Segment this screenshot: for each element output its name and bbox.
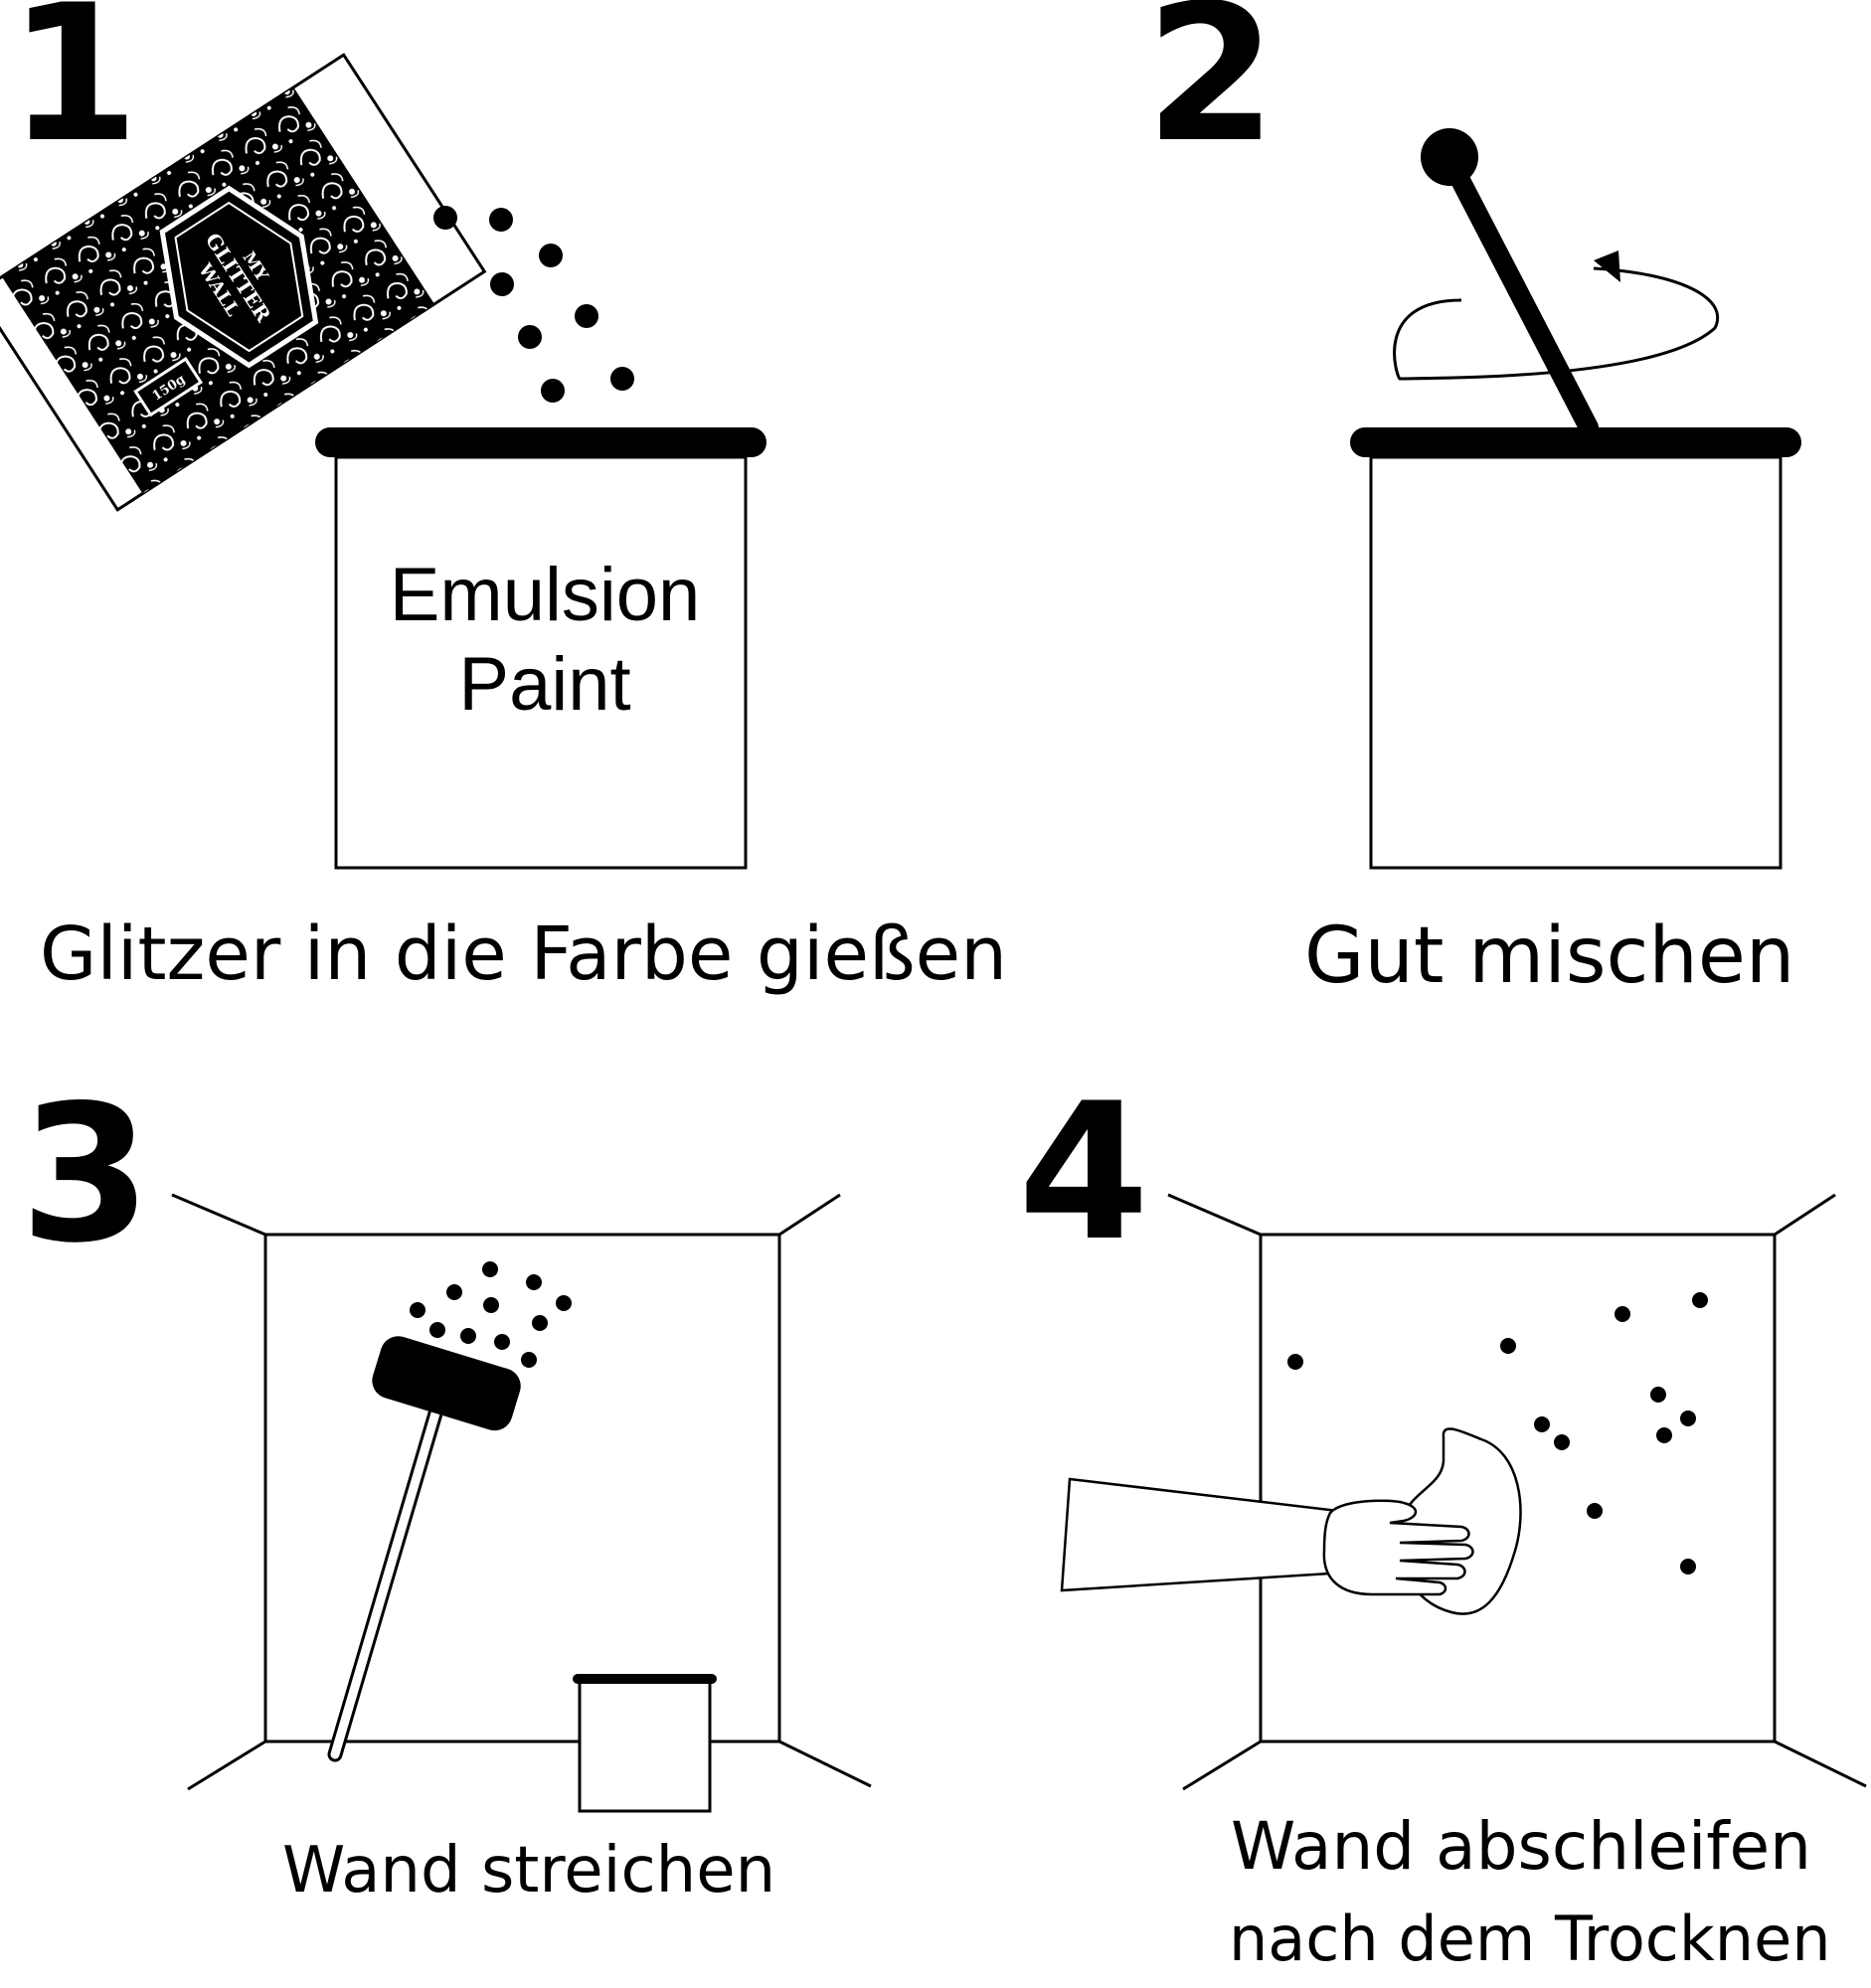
roller-glitter <box>410 1261 572 1368</box>
step-caption-2: Gut mischen <box>1304 911 1794 1001</box>
step-1: 1 MY GLITTER WALL 150g <box>0 0 1007 997</box>
brand-hexagon <box>159 185 319 369</box>
mixing-can-lid <box>1350 427 1801 457</box>
step-4: 4 Wand abs <box>1018 1063 1867 1975</box>
step-caption-3: Wand streichen <box>282 1834 775 1907</box>
sanding-hand <box>1060 1477 1474 1596</box>
glitter-packet: MY GLITTER WALL 150g <box>0 53 487 512</box>
paint-can-label-line1: Emulsion <box>390 553 701 637</box>
step-number-2: 2 <box>1145 0 1276 184</box>
room-3 <box>171 1193 872 1791</box>
step-caption-4-line1: Wand abschleifen <box>1231 1808 1811 1885</box>
falling-glitter <box>433 206 634 403</box>
wall-glitter <box>1287 1292 1708 1574</box>
paint-can-lid <box>315 427 766 457</box>
arrow-head-icon <box>1594 250 1620 282</box>
mixing-can <box>1350 427 1801 870</box>
step-caption-4-line2: nach dem Trocknen <box>1229 1903 1831 1975</box>
paint-can: Emulsion Paint <box>315 427 766 870</box>
small-bucket <box>573 1674 717 1813</box>
mixing-stick <box>1421 128 1599 437</box>
step-number-3: 3 <box>20 1065 151 1284</box>
paint-can-label-line2: Paint <box>458 642 630 727</box>
step-number-1: 1 <box>8 0 139 184</box>
step-caption-1: Glitzer in die Farbe gießen <box>40 911 1007 997</box>
paint-roller <box>327 1336 521 1762</box>
step-2: 2 Gut mischen <box>1145 0 1801 1001</box>
weight-badge <box>133 357 204 417</box>
step-number-4: 4 <box>1018 1063 1149 1282</box>
step-3: 3 <box>20 1065 872 1907</box>
